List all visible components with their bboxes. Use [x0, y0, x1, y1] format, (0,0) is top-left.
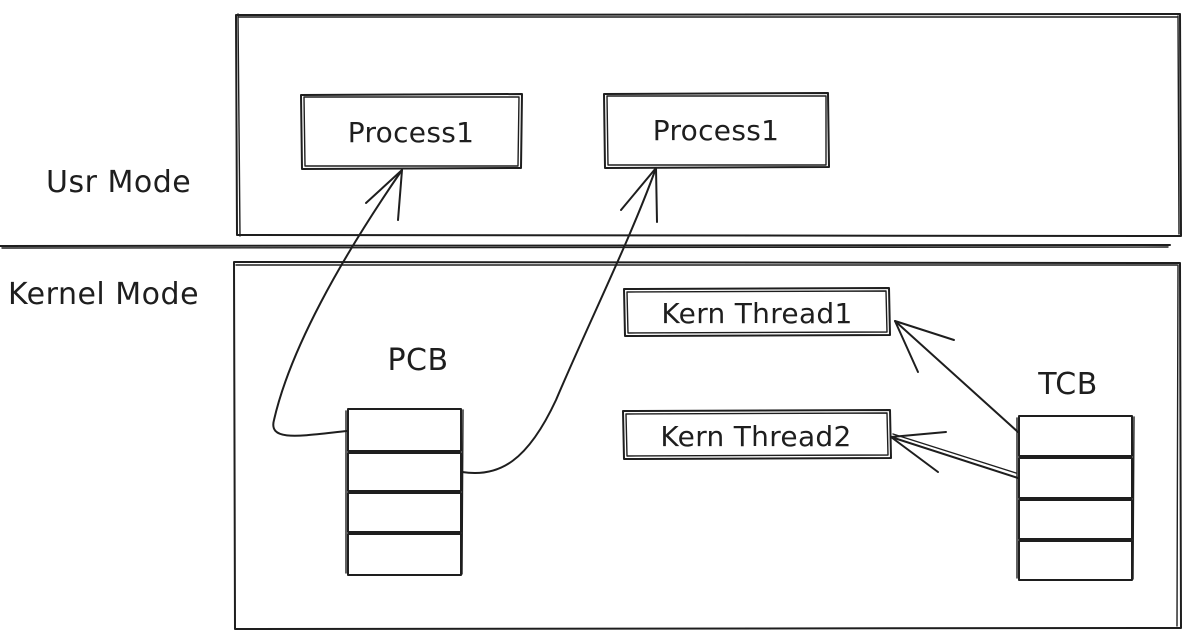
- pcb-slot-3: [347, 492, 462, 533]
- pcb-slot-4: [347, 533, 462, 576]
- process-box-2: Process1: [603, 92, 830, 169]
- pcb-stack: [345, 408, 464, 576]
- process-2-label: Process1: [653, 114, 779, 147]
- pcb-label: PCB: [387, 343, 448, 378]
- user-mode-region: [235, 13, 1182, 237]
- kernel-mode-region: [233, 261, 1182, 630]
- kern-thread-1-label: Kern Thread1: [661, 297, 852, 330]
- tcb-stack: [1016, 415, 1135, 581]
- arrow-pcb-to-process-2: [461, 167, 658, 474]
- tcb-slot-2: [1018, 457, 1133, 499]
- arrow-tcb-to-kern-thread-1: [894, 320, 1019, 433]
- process-1-label: Process1: [348, 116, 474, 149]
- kern-thread-box-2: Kern Thread2: [622, 409, 892, 460]
- kernel-mode-label: Kernel Mode: [8, 277, 199, 312]
- mode-divider-line: [0, 244, 1171, 249]
- user-mode-label: Usr Mode: [46, 165, 191, 200]
- tcb-label: TCB: [1037, 367, 1098, 402]
- pcb-slot-1: [347, 408, 462, 452]
- process-box-1: Process1: [300, 93, 523, 170]
- tcb-slot-4: [1018, 540, 1133, 581]
- arrow-pcb-to-process-1: [272, 169, 403, 437]
- pcb-slot-2: [347, 452, 462, 492]
- tcb-slot-3: [1018, 499, 1133, 540]
- kern-thread-2-label: Kern Thread2: [660, 420, 851, 453]
- tcb-slot-1: [1018, 415, 1133, 457]
- arrow-tcb-to-kern-thread-2: [890, 431, 1019, 479]
- kern-thread-box-1: Kern Thread1: [623, 287, 891, 337]
